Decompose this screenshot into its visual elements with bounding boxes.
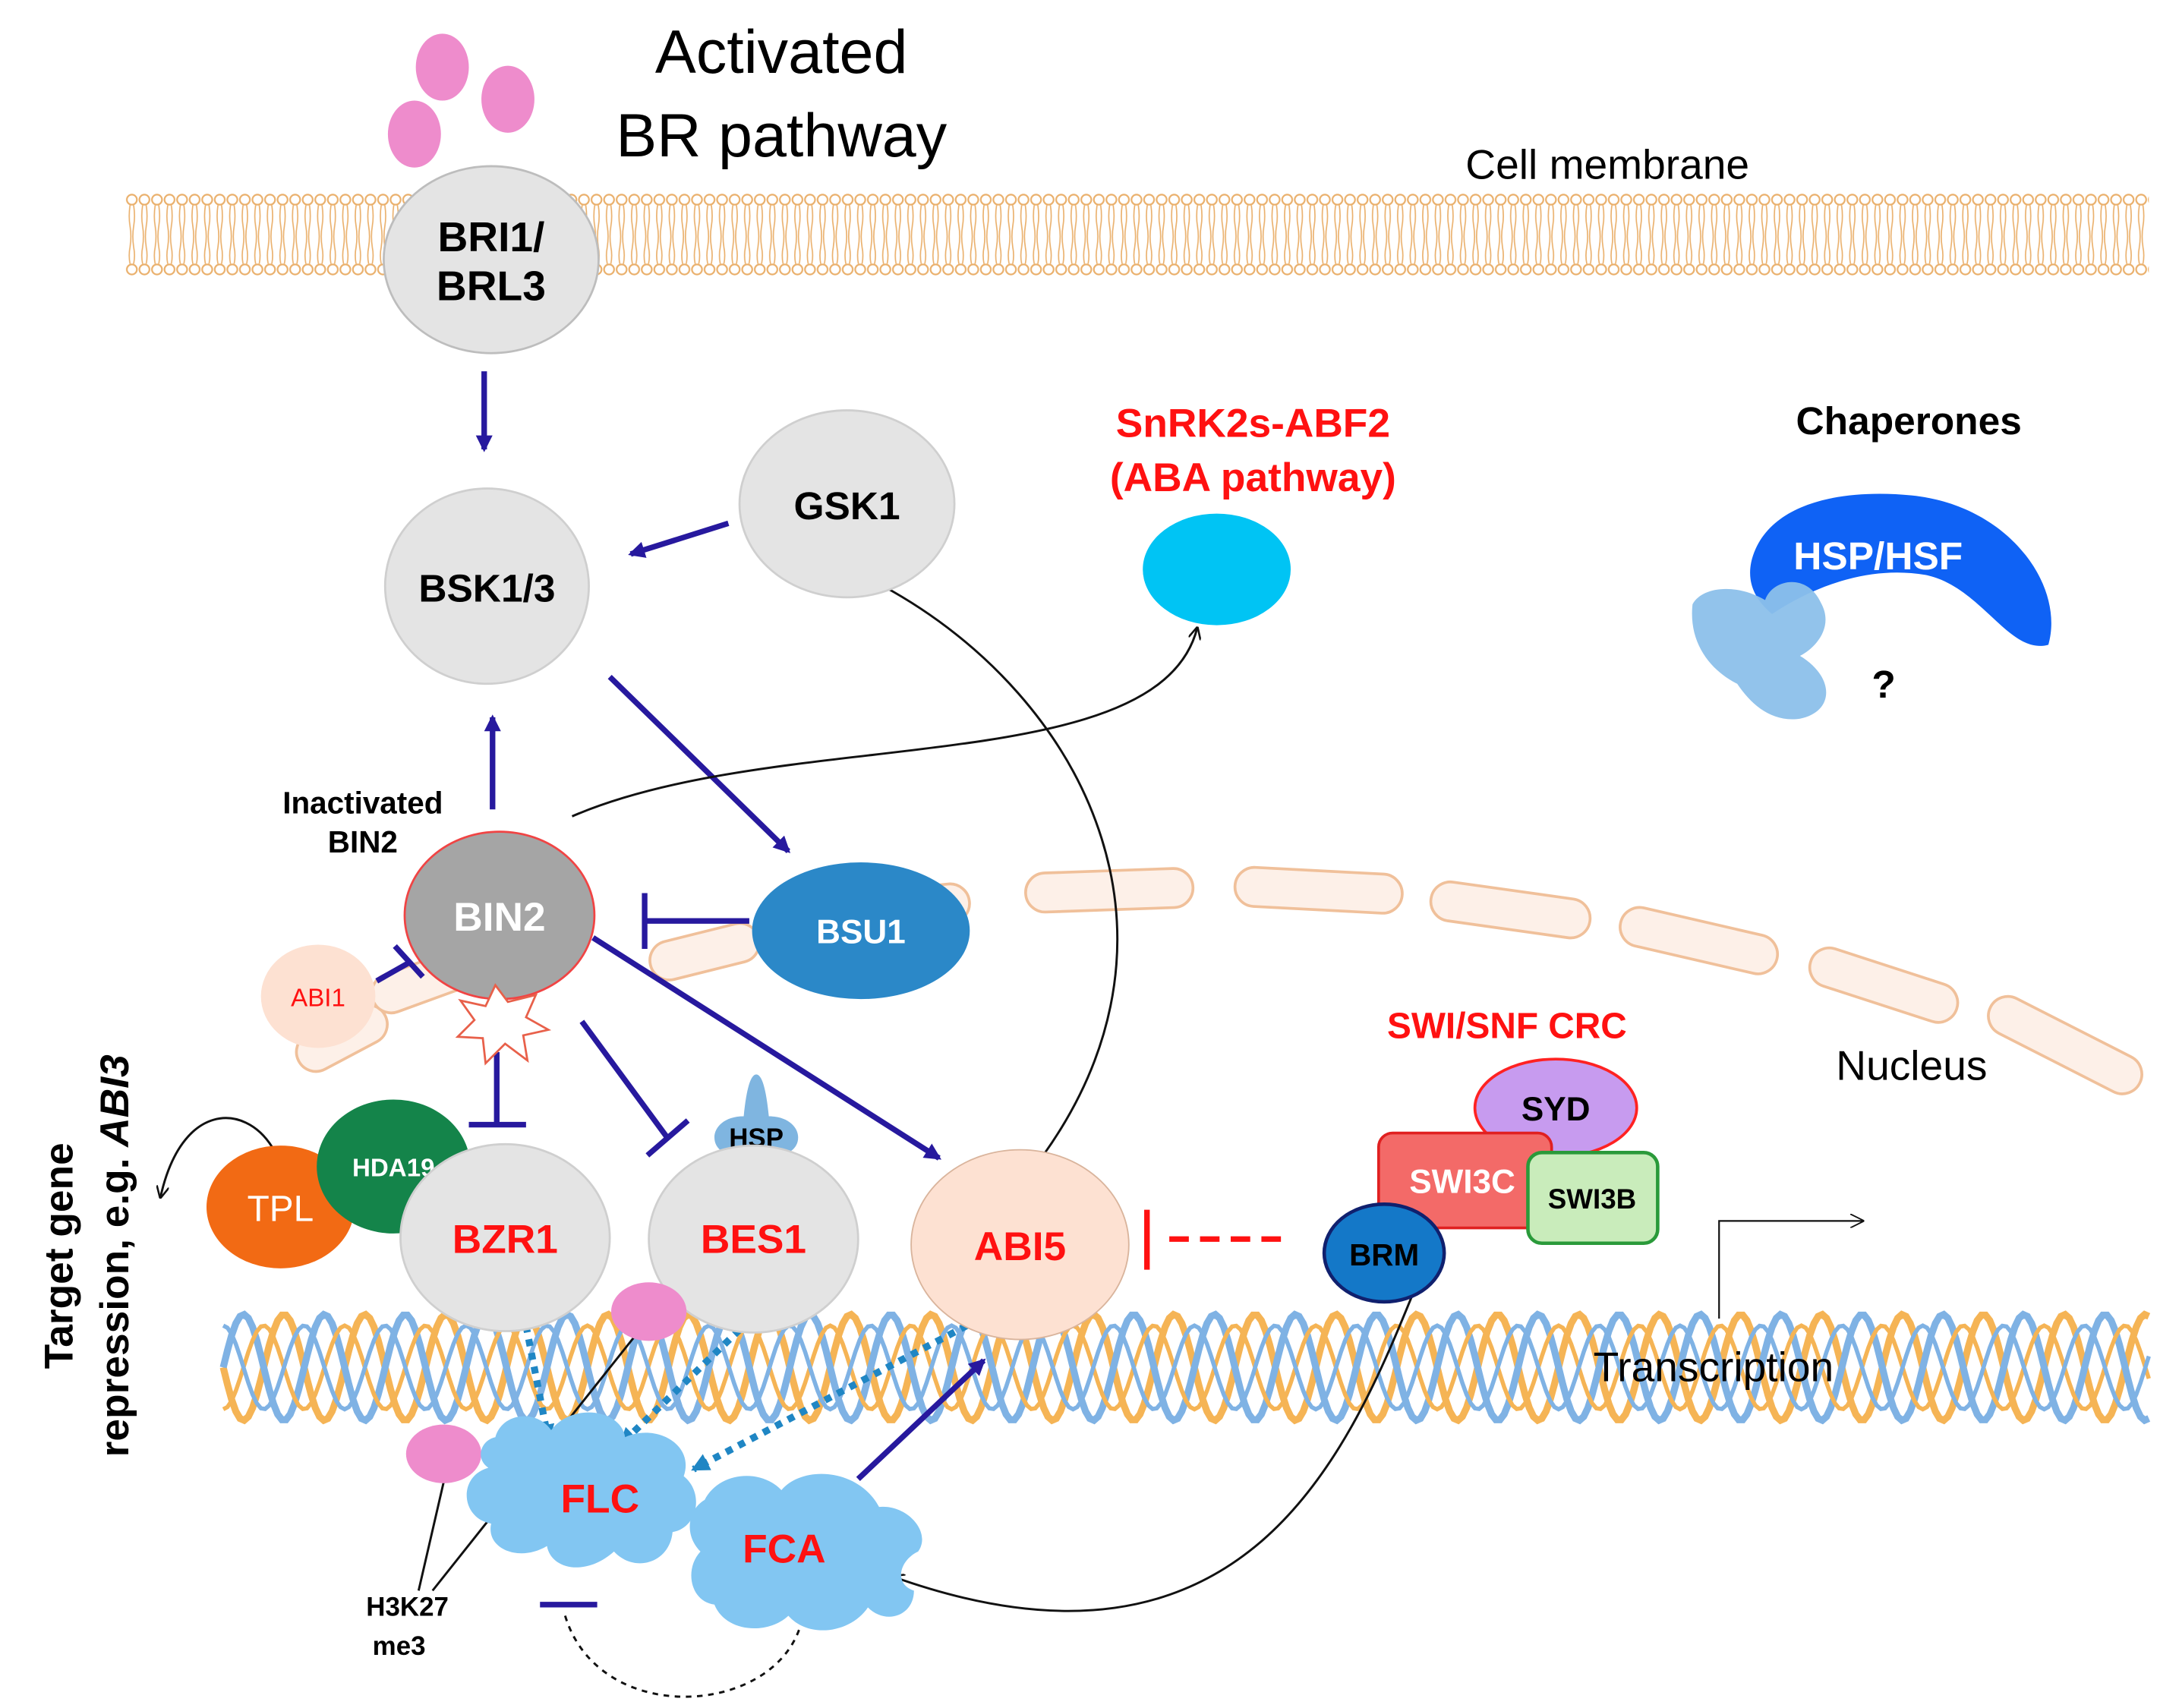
client-protein <box>1692 581 1827 720</box>
br-ligand <box>481 65 534 133</box>
flc-label: FLC <box>560 1476 639 1521</box>
curve-gsk1-abi5 <box>882 585 1118 1182</box>
black-curves <box>160 585 1862 1698</box>
hda19-label: HDA19 <box>352 1155 434 1183</box>
dotted-abi5-flc <box>691 1322 969 1473</box>
bsu1-label: BSU1 <box>816 914 906 951</box>
dotted-bzr1-flc <box>522 1325 555 1443</box>
chaperones-label: Chaperones <box>1796 399 2022 443</box>
transcription-label: Transcription <box>1594 1344 1834 1391</box>
arrow-gsk1-bsk <box>628 520 730 558</box>
question-mark: ? <box>1871 662 1895 706</box>
side-label-italic: ABI3 <box>93 1054 137 1149</box>
dna-helix <box>219 1310 2151 1425</box>
membrane-label: Cell membrane <box>1465 140 1749 188</box>
gsk1-label: GSK1 <box>794 484 900 528</box>
nucleus-label: Nucleus <box>1836 1042 1987 1089</box>
abi5-label: ABI5 <box>974 1224 1066 1269</box>
bsu1-node <box>752 862 970 1000</box>
h3k27-label-line1: H3K27 <box>366 1592 449 1621</box>
curve-flc-fca-dashed <box>563 1615 804 1698</box>
inhibition-lines <box>375 893 749 1608</box>
swi3c-label: SWI3C <box>1409 1164 1515 1201</box>
side-label-line2: repression, e.g. ABI3 <box>93 1054 137 1457</box>
title-line2: BR pathway <box>616 102 948 170</box>
arrow-fca-abi5 <box>856 1358 986 1482</box>
hsp-hsf-node <box>1750 493 2051 646</box>
inactivated-bin2-line1: Inactivated <box>282 786 443 821</box>
bri1-label-line2: BRL3 <box>437 262 546 309</box>
signaling-arrows <box>475 371 986 1482</box>
hsp-small-node <box>714 1074 799 1158</box>
snrk2-label-line1: SnRK2s-ABF2 <box>1116 401 1390 446</box>
inhibit-abi1-bin2 <box>375 960 411 984</box>
curve-h3k27-pink <box>417 1481 445 1591</box>
gsk1-node <box>738 409 956 599</box>
side-label-prefix: repression, e.g. <box>93 1147 137 1457</box>
transcription-start <box>1718 1221 1862 1319</box>
curve-tpl-repression <box>160 1117 273 1197</box>
inhibit-bin2-bes1 <box>579 1019 670 1139</box>
curve-brm-fca <box>893 1234 1439 1612</box>
fca-label: FCA <box>743 1527 826 1572</box>
red-inhibition <box>1144 1209 1282 1270</box>
bsk-label: BSK1/3 <box>418 566 555 610</box>
snrk2-node <box>1143 513 1291 626</box>
abi1-node <box>260 944 376 1048</box>
flc-node <box>466 1412 696 1568</box>
abi1-label: ABI1 <box>291 984 345 1012</box>
bes1-label: BES1 <box>701 1218 806 1262</box>
bsk-node <box>383 487 590 685</box>
h3k27-mark <box>405 1424 482 1483</box>
bzr1-label: BZR1 <box>452 1218 558 1262</box>
tpl-node <box>207 1145 355 1268</box>
fca-node <box>689 1473 922 1631</box>
bin2-label: BIN2 <box>453 895 545 940</box>
syd-label: SYD <box>1521 1091 1591 1128</box>
bes1-node <box>648 1144 859 1334</box>
abi5-node <box>910 1149 1130 1341</box>
h3k27-mark <box>610 1282 687 1341</box>
brm-node <box>1322 1202 1446 1304</box>
br-ligand <box>387 100 441 168</box>
brm-label: BRM <box>1349 1237 1419 1272</box>
br-ligand <box>415 33 469 101</box>
bzr1-node <box>399 1142 611 1332</box>
snrk2-label-line2: (ABA pathway) <box>1110 455 1396 500</box>
degradation-star-icon <box>455 983 552 1066</box>
bri1-label-line1: BRI1/ <box>437 213 544 260</box>
arrow-bsk-bsu1 <box>607 674 791 853</box>
swi3b-node <box>1526 1151 1660 1246</box>
curve-bin2-snrk2 <box>571 628 1197 818</box>
hsp-hsf-label: HSP/HSF <box>1793 534 1963 578</box>
tpl-label: TPL <box>248 1189 314 1229</box>
h3k27-label-line2: me3 <box>373 1631 426 1661</box>
dna-strand-blue-2 <box>222 1323 2151 1412</box>
dotted-arrows <box>522 1322 969 1473</box>
swi3b-label: SWI3B <box>1548 1183 1636 1215</box>
bri1-brl3-node <box>383 165 600 355</box>
side-label-line1: Target gene <box>37 1142 82 1369</box>
inactivated-bin2-line2: BIN2 <box>328 824 398 859</box>
arrow-bin2-abi5 <box>591 935 941 1161</box>
swi-snf-label: SWI/SNF CRC <box>1387 1007 1627 1047</box>
title-line1: Activated <box>655 18 908 87</box>
